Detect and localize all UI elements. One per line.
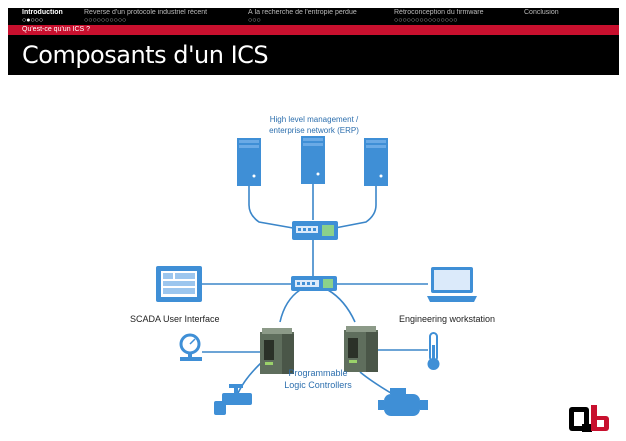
scada-screen-icon xyxy=(156,266,202,302)
title-bar: Composants d'un ICS xyxy=(8,35,619,75)
server-icon xyxy=(237,138,261,186)
plc-label-line: Programmable xyxy=(288,368,348,378)
plc-icon xyxy=(344,326,378,372)
network-switch-icon xyxy=(291,276,337,291)
network-switch-icon xyxy=(292,221,338,240)
server-icon xyxy=(364,138,388,186)
nav-item-label: Introduction xyxy=(22,9,63,16)
nav-item-label: Rétroconception du firmware xyxy=(394,9,484,16)
valve-icon xyxy=(214,384,252,415)
engineering-workstation-label: Engineering workstation xyxy=(399,314,496,324)
nav-item-introduction[interactable]: Introduction ○●○○○ xyxy=(22,9,63,24)
nav-progress-dots: ○○○○○○○○○○ xyxy=(84,17,127,24)
plc-label-line: Logic Controllers xyxy=(284,380,352,390)
nav-progress-dots: ○○○○○○○○○○○○○○○ xyxy=(394,17,458,24)
nav-item-entropy[interactable]: À la recherche de l'entropie perdue ○○○ xyxy=(248,9,357,24)
nav-item-label: À la recherche de l'entropie perdue xyxy=(248,9,357,16)
server-icon xyxy=(301,136,325,184)
plc-icon xyxy=(260,328,294,374)
subsection-bar: Qu'est-ce qu'un ICS ? xyxy=(8,25,619,35)
scada-label: SCADA User Interface xyxy=(130,314,220,324)
nav-item-label: Conclusion xyxy=(524,9,559,16)
nav-item-reverse[interactable]: Reverse d'un protocole industriel récent… xyxy=(84,9,207,24)
erp-label: High level management / enterprise netwo… xyxy=(258,114,370,136)
thermometer-icon xyxy=(427,332,440,370)
nav-progress-dots: ○●○○○ xyxy=(22,17,44,24)
pressure-gauge-icon xyxy=(179,333,202,361)
section-nav: Introduction ○●○○○ Reverse d'un protocol… xyxy=(8,8,619,25)
laptop-icon xyxy=(427,267,477,302)
erp-label-line: High level management / xyxy=(269,115,359,124)
nav-item-firmware[interactable]: Rétroconception du firmware ○○○○○○○○○○○○… xyxy=(394,9,484,24)
slide-title: Composants d'un ICS xyxy=(22,41,269,69)
plc-label: Programmable Logic Controllers xyxy=(268,367,368,391)
erp-label-line: enterprise network (ERP) xyxy=(269,126,359,135)
pump-motor-icon xyxy=(378,388,428,416)
nav-progress-dots: ○○○ xyxy=(248,17,261,24)
nav-item-conclusion[interactable]: Conclusion xyxy=(524,9,559,17)
nav-item-label: Reverse d'un protocole industriel récent xyxy=(84,9,208,16)
brand-logo xyxy=(569,405,609,432)
